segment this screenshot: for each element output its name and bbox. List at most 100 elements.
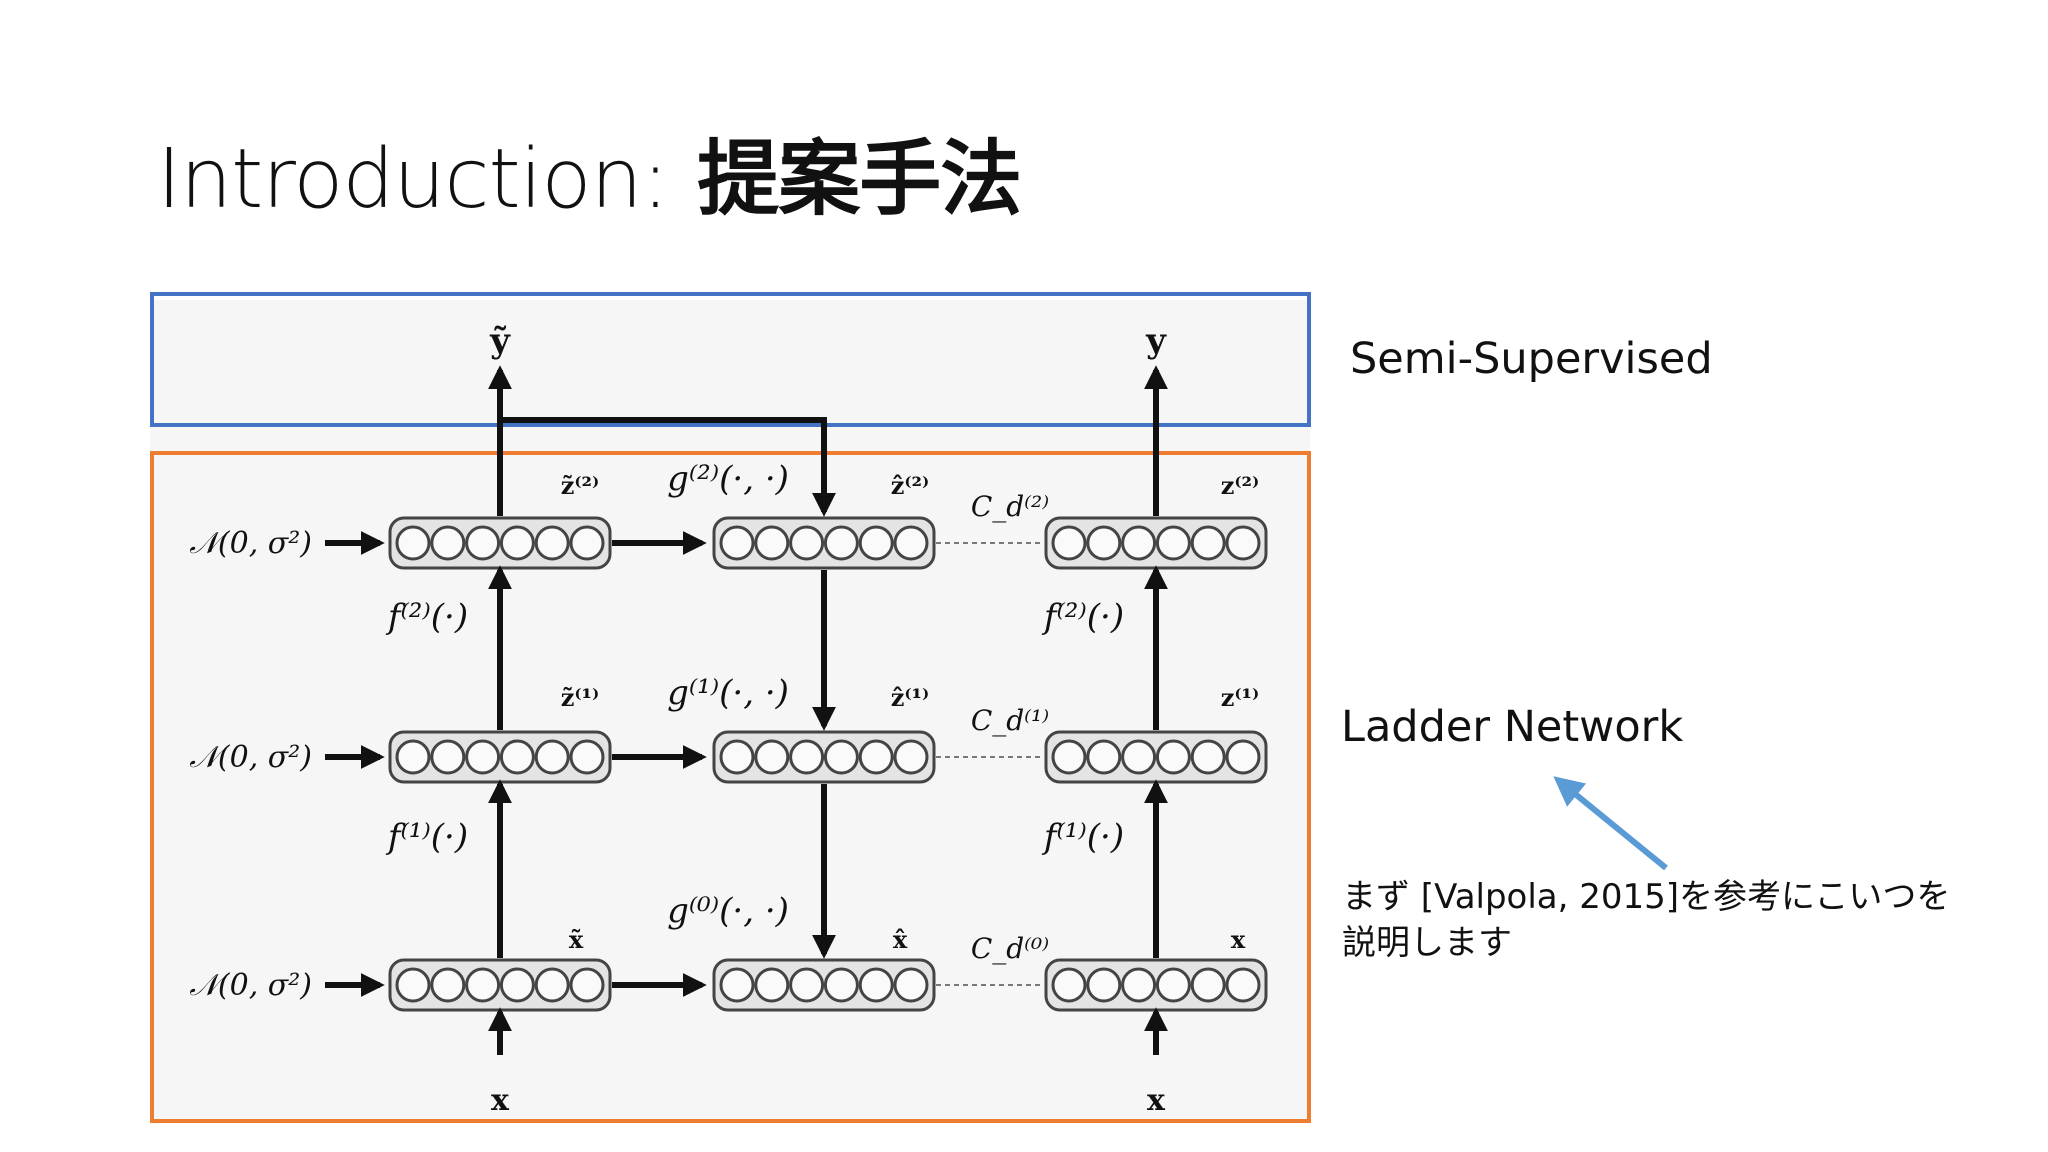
neuron: [499, 967, 535, 1003]
input-x-right: x: [1147, 1083, 1166, 1118]
neuron: [789, 739, 825, 775]
neuron: [465, 967, 501, 1003]
neuron: [1225, 525, 1261, 561]
neuron-layer-clean-middle: [1044, 730, 1268, 784]
neuron: [893, 739, 929, 775]
neuron: [534, 525, 570, 561]
semi-supervised-label: Semi-Supervised: [1350, 334, 1713, 384]
neuron: [789, 967, 825, 1003]
neuron: [1225, 739, 1261, 775]
encoder-fn-right-2: f⁽²⁾(·): [1041, 597, 1124, 637]
denoised-state-1: ẑ⁽¹⁾: [891, 683, 929, 712]
clean-state-2: z⁽²⁾: [1221, 471, 1259, 500]
neuron: [1051, 967, 1087, 1003]
cost-label-1: C_d⁽¹⁾: [971, 704, 1049, 737]
neuron: [1121, 525, 1157, 561]
neuron: [754, 967, 790, 1003]
neuron: [1121, 967, 1157, 1003]
noise-label-bottom: 𝒩(0, σ²): [189, 968, 312, 1003]
neuron: [893, 525, 929, 561]
neuron-layer-decoder-top: [712, 516, 936, 570]
neuron: [893, 967, 929, 1003]
neuron-layer-noisy-top: [388, 516, 612, 570]
semi-supervised-box: [150, 292, 1311, 427]
encoder-fn-left-1: f⁽¹⁾(·): [385, 817, 468, 857]
neuron: [823, 739, 859, 775]
neuron: [465, 739, 501, 775]
note-line-2: 説明します: [1342, 923, 1512, 963]
cost-label-0: C_d⁽⁰⁾: [971, 932, 1049, 965]
neuron: [1225, 967, 1261, 1003]
cost-label-2: C_d⁽²⁾: [971, 490, 1049, 523]
ladder-network-box: [150, 451, 1311, 1123]
diagram-arrows: [325, 365, 1168, 1055]
clean-state-0: x: [1231, 925, 1246, 954]
neuron: [823, 525, 859, 561]
encoder-fn-right-1: f⁽¹⁾(·): [1041, 817, 1124, 857]
input-x-left: x: [491, 1083, 510, 1118]
neuron: [430, 967, 466, 1003]
title-prefix: Introduction:: [157, 132, 669, 227]
neuron: [569, 739, 605, 775]
explanation-note: まず [Valpola, 2015]を参考にこいつを 説明します: [1342, 874, 1950, 966]
output-y-tilde: ỹ: [489, 321, 511, 361]
neuron: [430, 525, 466, 561]
neuron: [395, 739, 431, 775]
decoder-fn-1: g⁽¹⁾(·, ·): [667, 673, 789, 713]
decoder-fn-2: g⁽²⁾(·, ·): [667, 459, 789, 499]
output-y: y: [1145, 321, 1167, 361]
slide-title: Introduction: 提案手法: [157, 112, 1022, 231]
noisy-state-0: x̃: [569, 925, 584, 954]
neuron: [754, 739, 790, 775]
neuron: [858, 525, 894, 561]
note-line-1: まず [Valpola, 2015]を参考にこいつを: [1342, 877, 1951, 917]
decoder-fn-0: g⁽⁰⁾(·, ·): [667, 891, 789, 931]
noise-label-top: 𝒩(0, σ²): [189, 526, 312, 561]
neuron-layer-clean-top: [1044, 516, 1268, 570]
neuron-layer-clean-bottom: [1044, 958, 1268, 1012]
annotation-arrow: [1553, 776, 1668, 871]
neuron: [1190, 739, 1226, 775]
clean-state-1: z⁽¹⁾: [1221, 683, 1259, 712]
neuron: [1086, 739, 1122, 775]
neuron: [719, 967, 755, 1003]
ladder-network-label: Ladder Network: [1341, 702, 1684, 752]
neuron: [858, 967, 894, 1003]
neuron: [719, 525, 755, 561]
noisy-state-2: z̃⁽²⁾: [561, 471, 599, 500]
neuron: [823, 967, 859, 1003]
neuron: [499, 739, 535, 775]
neuron-layer-decoder-middle: [712, 730, 936, 784]
neuron: [754, 525, 790, 561]
neuron: [395, 525, 431, 561]
neuron: [465, 525, 501, 561]
denoised-state-0: x̂: [893, 925, 908, 954]
neuron: [1155, 739, 1191, 775]
neuron: [719, 739, 755, 775]
neuron: [1051, 739, 1087, 775]
neuron: [1155, 525, 1191, 561]
neuron: [569, 967, 605, 1003]
neuron: [534, 739, 570, 775]
neuron: [569, 525, 605, 561]
noisy-state-1: z̃⁽¹⁾: [561, 683, 599, 712]
neuron: [1086, 525, 1122, 561]
neuron: [1155, 967, 1191, 1003]
noise-label-middle: 𝒩(0, σ²): [189, 740, 312, 775]
neuron: [858, 739, 894, 775]
neuron: [534, 967, 570, 1003]
neuron: [789, 525, 825, 561]
title-japanese: 提案手法: [697, 132, 1022, 227]
neuron: [430, 739, 466, 775]
neuron: [1086, 967, 1122, 1003]
neuron: [395, 967, 431, 1003]
encoder-fn-left-2: f⁽²⁾(·): [385, 597, 468, 637]
denoised-state-2: ẑ⁽²⁾: [891, 471, 929, 500]
neuron: [1190, 967, 1226, 1003]
neuron-layer-decoder-bottom: [712, 958, 936, 1012]
neuron: [1051, 525, 1087, 561]
neuron: [499, 525, 535, 561]
neuron: [1190, 525, 1226, 561]
neuron: [1121, 739, 1157, 775]
